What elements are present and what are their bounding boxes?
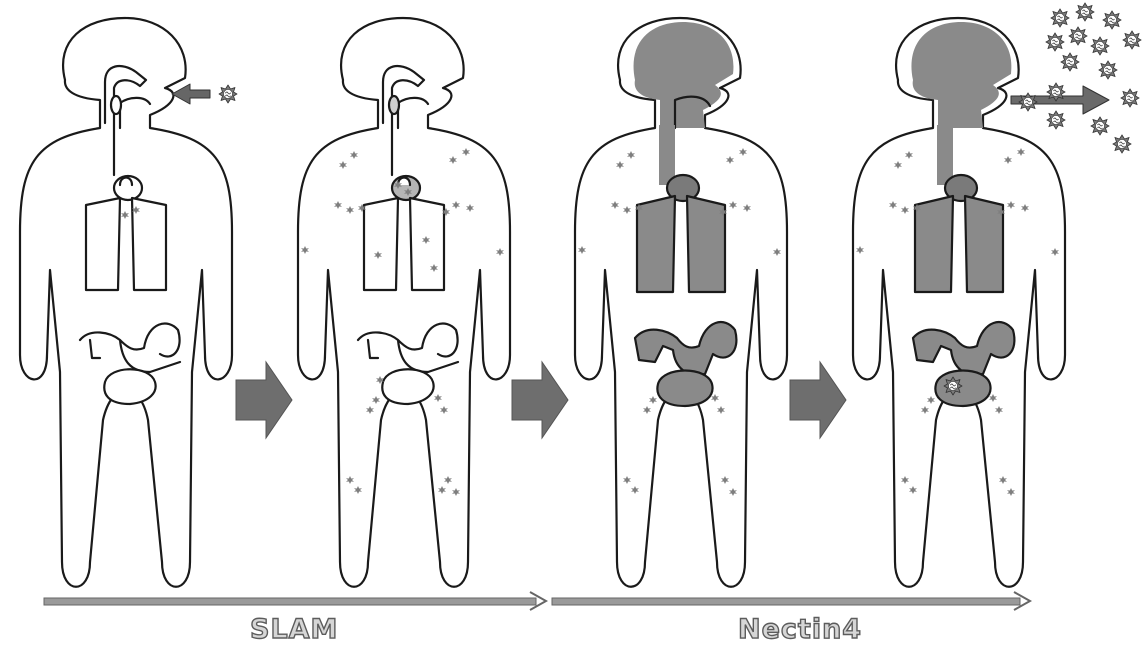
virus-particle-icon <box>1091 117 1109 135</box>
virus-particle-icon <box>1047 111 1065 129</box>
figure-stage-4 <box>853 18 1109 587</box>
slam-label: SLAM <box>250 614 338 645</box>
virus-particle-icon <box>1069 27 1087 45</box>
figure-stage-2 <box>298 18 510 587</box>
timeline-slam <box>44 592 546 610</box>
right-arrow-icon <box>172 84 210 104</box>
nectin4-label: Nectin4 <box>738 614 862 645</box>
virus-particle-icon <box>1019 93 1037 111</box>
virus-particle-icon <box>1076 3 1094 21</box>
virus-particle-icon <box>1121 89 1139 107</box>
virus-particle-icon <box>1103 11 1121 29</box>
right-arrow-icon <box>790 362 846 438</box>
figure-stage-1 <box>20 18 237 587</box>
virus-particle-icon <box>1113 135 1131 153</box>
right-arrow-icon <box>236 362 292 438</box>
virus-particle-icon <box>1051 9 1069 27</box>
right-arrow-icon <box>512 362 568 438</box>
virus-particle-icon <box>219 85 237 103</box>
timeline-nectin4 <box>552 592 1030 610</box>
figure-stage-3 <box>575 18 787 587</box>
virus-particle-icon <box>1091 37 1109 55</box>
virus-particle-icon <box>1047 83 1065 101</box>
virus-particle-icon <box>1099 61 1117 79</box>
exhaled-virus-cluster <box>1019 3 1141 153</box>
virus-particle-icon <box>1123 31 1141 49</box>
virus-particle-icon <box>1046 33 1064 51</box>
virus-particle-icon <box>1061 53 1079 71</box>
